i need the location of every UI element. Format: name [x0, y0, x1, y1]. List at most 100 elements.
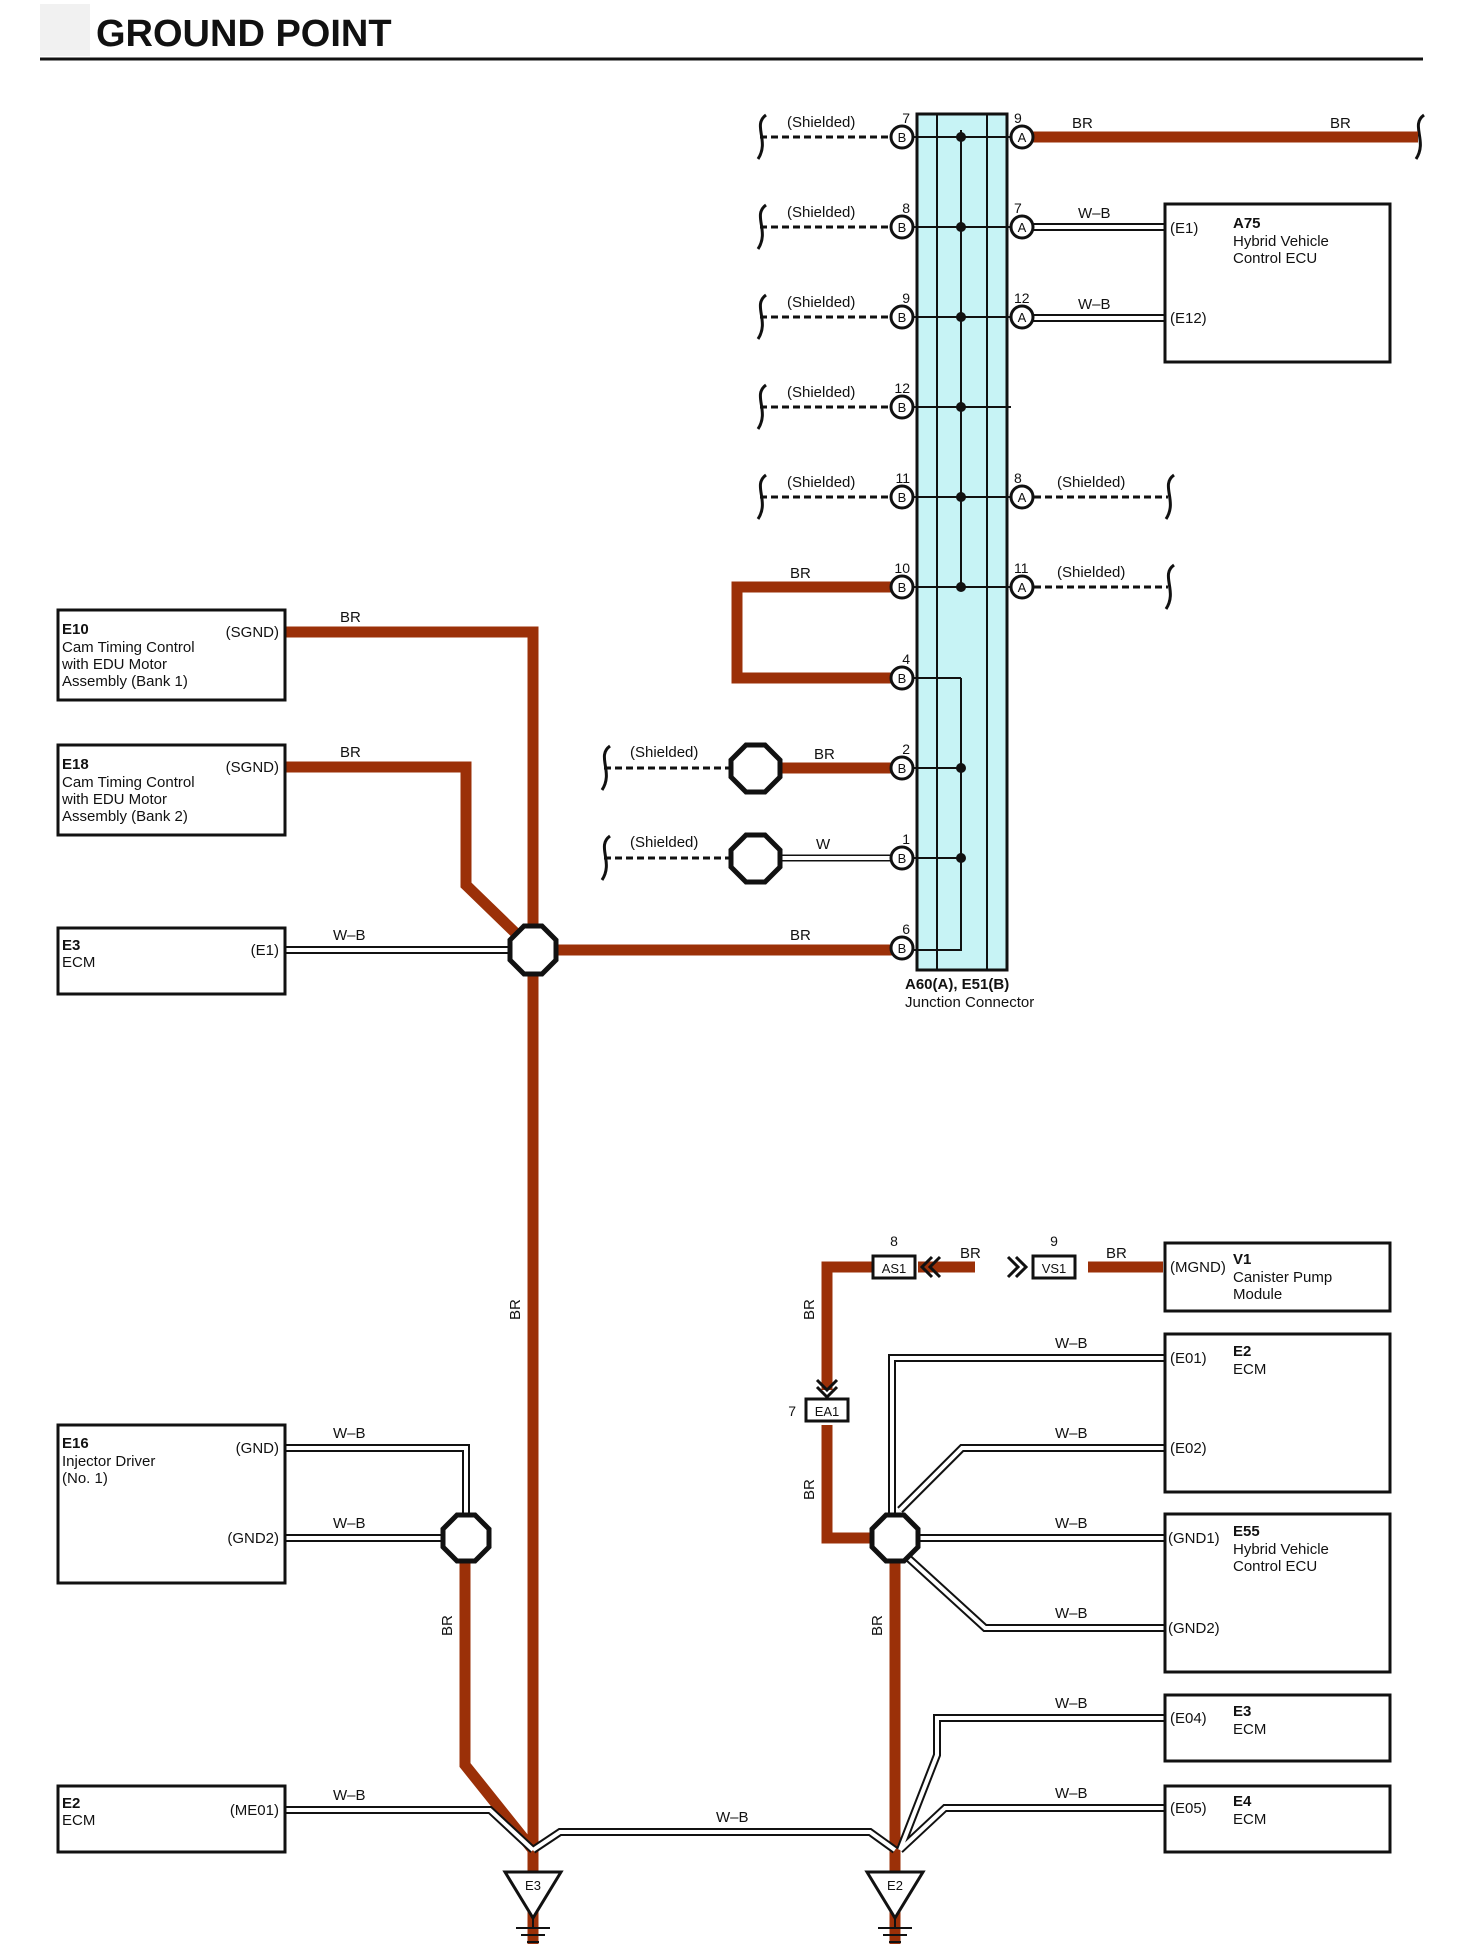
- junction-pin-number: 9: [902, 290, 910, 306]
- e4-code: E4: [1233, 1793, 1252, 1810]
- e3-right-code: E3: [1233, 1703, 1251, 1720]
- connector-as1-num: 8: [890, 1233, 898, 1249]
- connector-ea1-num: 7: [788, 1403, 796, 1419]
- br-wire-e16: [459, 1538, 539, 1865]
- junction-pin: [1009, 304, 1035, 330]
- shielded-label-b1: (Shielded): [630, 834, 698, 851]
- a75-name-2: Control ECU: [1233, 250, 1317, 267]
- bus-junction-dot: [956, 132, 966, 142]
- e16-pin-gnd: (GND): [236, 1440, 279, 1457]
- junction-pin: [889, 935, 915, 961]
- bus-junction-dot: [956, 492, 966, 502]
- e55-name-2: Control ECU: [1233, 1558, 1317, 1575]
- splice-e16: [440, 1512, 492, 1564]
- junction-pin: [1009, 574, 1035, 600]
- label-w-b1: W: [816, 836, 831, 853]
- label-br-left-trunk: BR: [507, 1299, 524, 1320]
- shielded-wires-left: [600, 113, 898, 881]
- junction-pin-number: 9: [1014, 110, 1022, 126]
- junction-pin-number: 11: [1014, 560, 1029, 576]
- label-wb-e16-gnd: W–B: [333, 1425, 366, 1442]
- junction-pin-number: 1: [902, 831, 910, 847]
- junction-pin-letter: B: [898, 400, 907, 415]
- v1-pin: (MGND): [1170, 1259, 1226, 1276]
- splices: [440, 742, 921, 1564]
- junction-pin: [1009, 124, 1035, 150]
- ground-e3-label: E3: [525, 1878, 541, 1893]
- label-br-b10: BR: [790, 565, 811, 582]
- junction-pin-letter: B: [898, 130, 907, 145]
- label-wb-e2-left: W–B: [333, 1787, 366, 1804]
- junction-pin: [889, 574, 915, 600]
- e3-left-pin: (E1): [251, 942, 279, 959]
- label-wb-a7: W–B: [1078, 205, 1111, 222]
- label-wb-e3: W–B: [333, 927, 366, 944]
- e18-name-3: Assembly (Bank 2): [62, 808, 188, 825]
- e10-name-2: with EDU Motor: [61, 656, 167, 673]
- label-wb-gnd1: W–B: [1055, 1515, 1088, 1532]
- label-br-v1: BR: [1106, 1245, 1127, 1262]
- junction-pin-number: 12: [1014, 290, 1030, 306]
- e55-code: E55: [1233, 1523, 1260, 1540]
- junction-pin-number: 2: [902, 741, 910, 757]
- label-br-a9-left: BR: [1072, 115, 1093, 132]
- junction-pin-letter: B: [898, 761, 907, 776]
- component-e2-right: [1163, 1332, 1392, 1494]
- label-wb-a12: W–B: [1078, 296, 1111, 313]
- e2-left-pin: (ME01): [230, 1802, 279, 1819]
- e16-pin-gnd2: (GND2): [227, 1530, 279, 1547]
- e55-name-1: Hybrid Vehicle: [1233, 1541, 1329, 1558]
- ground-symbols: E3 E2: [502, 1870, 926, 1943]
- junction-pin: [889, 394, 915, 420]
- e3-right-name: ECM: [1233, 1721, 1266, 1738]
- e16-code: E16: [62, 1435, 89, 1452]
- label-wb-e02: W–B: [1055, 1425, 1088, 1442]
- e2-right-name: ECM: [1233, 1361, 1266, 1378]
- wire-break-symbol: [600, 834, 612, 881]
- junction-pin-letter: A: [1018, 130, 1027, 145]
- wire-break-symbol: [756, 293, 768, 340]
- label-br-right-trunk: BR: [869, 1615, 886, 1636]
- shielded-label-b7: (Shielded): [787, 114, 855, 131]
- e18-name-2: with EDU Motor: [61, 791, 167, 808]
- label-wb-e05: W–B: [1055, 1785, 1088, 1802]
- junction-code: A60(A), E51(B): [905, 976, 1009, 993]
- junction-pin-number: 11: [895, 470, 910, 486]
- label-wb-e01: W–B: [1055, 1335, 1088, 1352]
- junction-pin: [1009, 484, 1035, 510]
- junction-pin: [889, 845, 915, 871]
- ground-e3: [502, 1870, 564, 1921]
- label-wb-ground-link: W–B: [716, 1809, 749, 1826]
- junction-pin-letter: B: [898, 671, 907, 686]
- v1-name-2: Module: [1233, 1286, 1282, 1303]
- component-texts: (E1) (E12) A75 Hybrid Vehicle Control EC…: [61, 215, 1332, 1829]
- connector-as1: [871, 1254, 917, 1280]
- junction-pin-number: 7: [902, 110, 910, 126]
- junction-pin-letter: A: [1018, 580, 1027, 595]
- junction-pin-number: 8: [902, 200, 910, 216]
- connector-as1-code: AS1: [882, 1261, 907, 1276]
- connector-vs1-num: 9: [1050, 1233, 1058, 1249]
- ground-e2-label: E2: [887, 1878, 903, 1893]
- label-br-as1-vs1: BR: [960, 1245, 981, 1262]
- component-e3-right: [1163, 1693, 1392, 1763]
- wire-break-symbol: [756, 473, 768, 520]
- connector-vs1-code: VS1: [1042, 1261, 1067, 1276]
- component-boxes: [56, 202, 1392, 1854]
- e2-right-pin-e02: (E02): [1170, 1440, 1207, 1457]
- junction-pin-number: 7: [1014, 200, 1022, 216]
- e18-pin: (SGND): [226, 759, 279, 776]
- junction-pin-letter: B: [898, 220, 907, 235]
- label-br-e16-drop: BR: [439, 1615, 456, 1636]
- title-tab: [40, 4, 90, 56]
- component-a75: [1163, 202, 1392, 364]
- wire-break-symbol: [756, 383, 768, 430]
- v1-name-1: Canister Pump: [1233, 1269, 1332, 1286]
- junction-pin-number: 8: [1014, 470, 1022, 486]
- wire-break-symbol: [1164, 563, 1176, 610]
- e16-name-1: Injector Driver: [62, 1453, 155, 1470]
- label-br-b2: BR: [814, 746, 835, 763]
- e4-name: ECM: [1233, 1811, 1266, 1828]
- e18-code: E18: [62, 756, 89, 773]
